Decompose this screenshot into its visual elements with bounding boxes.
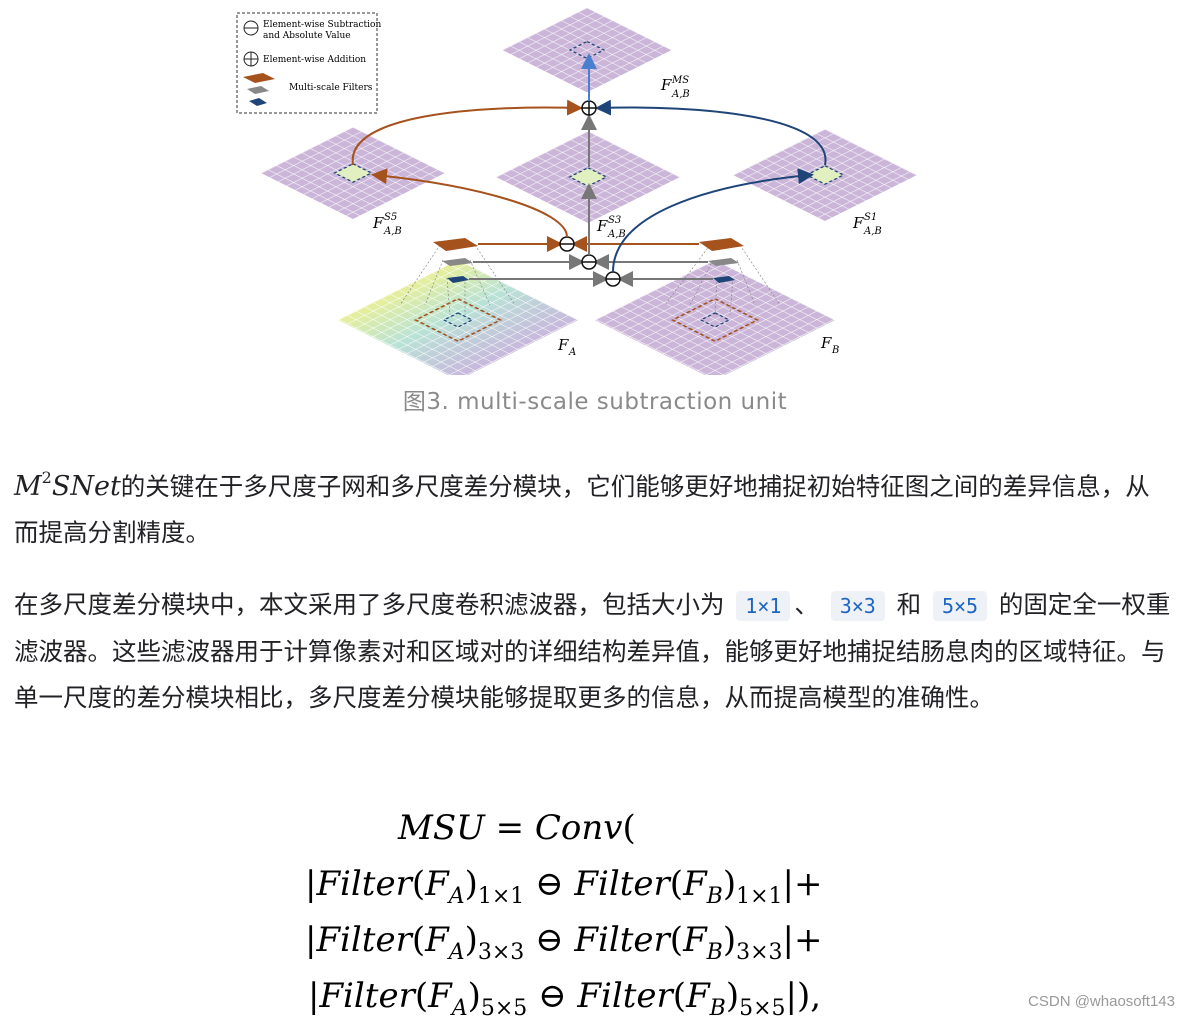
addition-symbol-icon bbox=[243, 51, 259, 67]
label-fa: F bbox=[557, 336, 569, 354]
subtraction-node-gray bbox=[581, 254, 597, 270]
addition-node bbox=[581, 100, 597, 116]
svg-text:A: A bbox=[568, 347, 576, 358]
grid-fb bbox=[594, 259, 836, 375]
legend-filters: Multi-scale Filters bbox=[289, 83, 373, 93]
svg-text:A,B: A,B bbox=[383, 226, 402, 237]
label-fb: F bbox=[820, 334, 832, 352]
msu-formula: MSU = Conv( |Filter(FA)1×1 ⊖ Filter(FB)1… bbox=[0, 800, 1190, 1021]
svg-text:A,B: A,B bbox=[863, 226, 882, 237]
svg-text:S5: S5 bbox=[384, 212, 397, 223]
grid-fs5 bbox=[261, 127, 445, 219]
m2snet-math: M2SNet bbox=[14, 468, 121, 502]
label-fs3: F bbox=[596, 217, 608, 235]
formula-line-3: |Filter(FA)3×3 ⊖ Filter(FB)3×3|+ bbox=[305, 920, 823, 965]
gray-filter-icon bbox=[247, 86, 269, 94]
code-1x1: 1×1 bbox=[736, 591, 791, 621]
fa-filter-5x5 bbox=[433, 238, 478, 251]
orange-filter-icon bbox=[243, 73, 275, 83]
code-5x5: 5×5 bbox=[932, 591, 988, 621]
grid-fs1 bbox=[733, 129, 917, 221]
paragraph-intro-text: 的关键在于多尺度子网和多尺度差分模块，它们能够更好地捕捉初始特征图之间的差异信息… bbox=[14, 472, 1150, 547]
code-3x3: 3×3 bbox=[830, 591, 885, 621]
msu-diagram: Element-wise Subtraction and Absolute Va… bbox=[236, 7, 917, 375]
subtraction-node-orange bbox=[559, 236, 575, 252]
projection-lines bbox=[399, 244, 781, 316]
fb-filter-5x5 bbox=[699, 238, 744, 251]
legend-addition: Element-wise Addition bbox=[263, 55, 366, 65]
label-fms: F bbox=[660, 76, 672, 94]
fa-filter-3x3 bbox=[442, 258, 473, 266]
label-fs5: F bbox=[372, 214, 384, 232]
fa-filter-1x1 bbox=[447, 276, 469, 283]
svg-text:S1: S1 bbox=[864, 212, 877, 223]
paragraph-msu: 在多尺度差分模块中，本文采用了多尺度卷积滤波器，包括大小为 1×1、 3×3 和… bbox=[14, 590, 1171, 712]
blue-filter-icon bbox=[249, 98, 267, 106]
fb-filter-3x3 bbox=[708, 258, 739, 266]
legend: Element-wise Subtraction and Absolute Va… bbox=[236, 12, 381, 114]
formula-line-2: |Filter(FA)1×1 ⊖ Filter(FB)1×1|+ bbox=[305, 864, 823, 909]
fb-filter-1x1 bbox=[713, 276, 735, 283]
figure-caption: 图3. multi-scale subtraction unit bbox=[402, 389, 788, 415]
paragraph-intro: M2SNet的关键在于多尺度子网和多尺度差分模块，它们能够更好地捕捉初始特征图之… bbox=[14, 455, 1174, 556]
subtraction-node-blue bbox=[605, 271, 621, 287]
grid-fa bbox=[337, 259, 579, 375]
watermark: CSDN @whaosoft143 bbox=[1028, 993, 1175, 1010]
svg-text:S3: S3 bbox=[608, 215, 621, 226]
svg-text:B: B bbox=[831, 345, 839, 356]
label-fs1: F bbox=[852, 214, 864, 232]
subtraction-symbol-icon bbox=[243, 20, 259, 36]
svg-text:A,B: A,B bbox=[671, 89, 690, 100]
legend-subtraction-line1: Element-wise Subtraction bbox=[263, 20, 381, 30]
svg-text:MS: MS bbox=[671, 75, 689, 86]
grid-fs3 bbox=[496, 131, 680, 223]
legend-subtraction-line2: and Absolute Value bbox=[263, 31, 351, 41]
svg-text:A,B: A,B bbox=[607, 229, 626, 240]
formula-line-4: |Filter(FA)5×5 ⊖ Filter(FB)5×5|), bbox=[308, 976, 822, 1021]
grid-fms bbox=[502, 7, 672, 93]
formula-line-1: MSU = Conv( bbox=[398, 808, 636, 848]
